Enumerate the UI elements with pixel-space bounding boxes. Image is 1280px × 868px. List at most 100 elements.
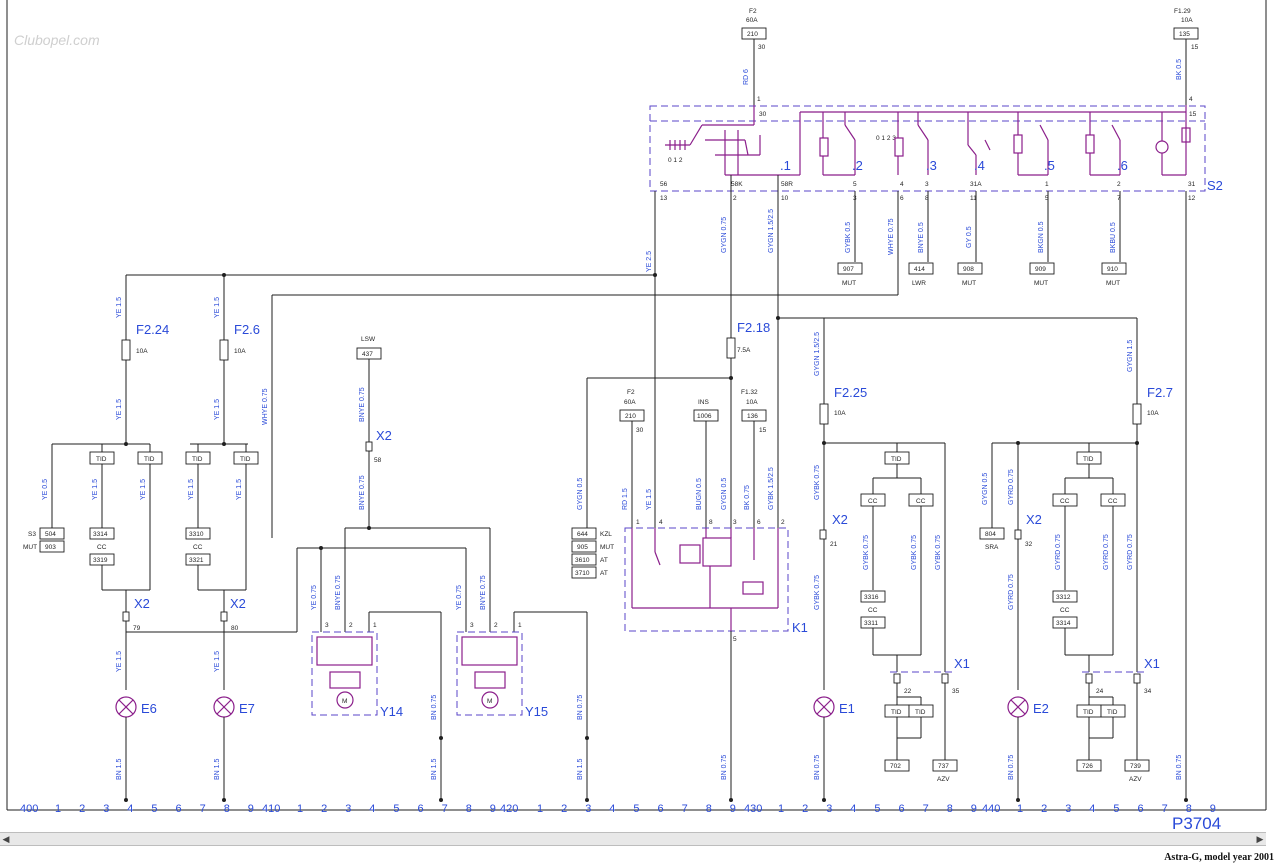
s2-sec-5: .5 xyxy=(1044,158,1055,173)
fuse-f2-18-amp: 7.5A xyxy=(737,347,751,354)
box-sra: SRA xyxy=(985,544,999,551)
ruler-minor-digit: 5 xyxy=(874,803,880,815)
y14-housing xyxy=(311,631,378,716)
ruler-minor-digit: 3 xyxy=(826,803,832,815)
s2-section-4 xyxy=(967,112,991,175)
fuse-f2-25 xyxy=(819,403,829,425)
box-908 xyxy=(957,262,983,275)
wire-gyrd075-d: GYRD 0.75 xyxy=(1103,534,1110,570)
horizontal-scrollbar[interactable]: ◀ ▶ xyxy=(0,832,1266,846)
s2-sec-3: .3 xyxy=(926,158,937,173)
s2-section-2 xyxy=(819,112,856,176)
s2-pin-10: 10 xyxy=(781,195,789,202)
wire-gybk-15-25: GYBK 1.5/2.5 xyxy=(768,467,775,510)
x2-label-a: X2 xyxy=(134,596,150,611)
ruler-minor-digit: 7 xyxy=(200,803,206,815)
lsw-label: LSW xyxy=(361,336,376,343)
pin-22: 22 xyxy=(904,688,912,695)
fuse-f2-25-label: F2.25 xyxy=(834,385,867,400)
box-903-text: 903 xyxy=(45,544,56,551)
wire-bnye075-c: BNYE 0.75 xyxy=(335,575,342,610)
ruler-minor-digit: 7 xyxy=(682,803,688,815)
box-726 xyxy=(1076,759,1102,772)
wire-gygn05-c: GYGN 0.5 xyxy=(982,473,989,505)
ruler-minor-digit: 4 xyxy=(609,803,615,815)
box-3316 xyxy=(860,590,886,603)
s2-pin-58k: 58K xyxy=(731,181,743,188)
box-644-text: 644 xyxy=(577,531,588,538)
pin-24: 24 xyxy=(1096,688,1104,695)
wire-ye15-g: YE 1.5 xyxy=(188,479,195,500)
ruler-440: 440 xyxy=(982,803,1000,815)
ruler-minor-digit: 5 xyxy=(151,803,157,815)
box-3321-text: 3321 xyxy=(189,557,204,564)
f132-label: F1.32 xyxy=(741,389,758,396)
box-644 xyxy=(571,527,597,540)
wire-bk05-top: BK 0.5 xyxy=(1176,59,1183,80)
fuse-f2-24-amp: 10A xyxy=(136,348,148,355)
box-737-text: 737 xyxy=(938,763,949,770)
ruler-minor-digit: 6 xyxy=(418,803,424,815)
ruler-minor-digit: 5 xyxy=(1113,803,1119,815)
box-907-mut: MUT xyxy=(842,280,856,287)
box-909-text: 909 xyxy=(1035,266,1046,273)
box-909 xyxy=(1029,262,1055,275)
box-3710 xyxy=(571,566,597,579)
box-908-text: 908 xyxy=(963,266,974,273)
pin-58: 58 xyxy=(374,457,382,464)
lamp-e6-label: E6 xyxy=(141,701,157,716)
wire-gygn05: GYGN 0.5 xyxy=(577,478,584,510)
ruler-minor-digit: 6 xyxy=(899,803,905,815)
y15-motor-icon xyxy=(481,691,499,709)
ruler-minor-digit: 1 xyxy=(297,803,303,815)
box-cc-4: CC xyxy=(1060,607,1070,614)
s2-pin-13: 13 xyxy=(660,195,668,202)
scroll-right-arrow-icon[interactable]: ▶ xyxy=(1256,834,1264,844)
y14-label: Y14 xyxy=(380,704,403,719)
box-702 xyxy=(884,759,910,772)
box-910-mut: MUT xyxy=(1106,280,1120,287)
ruler-minor-digit: 1 xyxy=(778,803,784,815)
x2-21-connector xyxy=(819,529,827,540)
wire-bn075-d: BN 0.75 xyxy=(814,755,821,780)
ruler-minor-digit: 8 xyxy=(224,803,230,815)
wire-gybk075-e: GYBK 0.75 xyxy=(935,535,942,570)
fuse-f2-7-amp: 10A xyxy=(1147,410,1159,417)
y15-motor-m: M xyxy=(487,698,492,705)
wire-gygn075: GYGN 0.75 xyxy=(721,217,728,253)
s2-section-6 xyxy=(1085,112,1121,176)
ruler-400: 400 xyxy=(20,803,38,815)
wire-whye075-b: WHYE 0.75 xyxy=(262,388,269,425)
wire-bn15-d: BN 1.5 xyxy=(577,758,584,780)
wire-gyrd075-e: GYRD 0.75 xyxy=(1127,534,1134,570)
s2-pin-31a: 31A xyxy=(970,181,982,188)
tid-10-text: TID xyxy=(1107,709,1118,716)
box-414 xyxy=(908,262,934,275)
ruler-minor-digit: 8 xyxy=(706,803,712,815)
y15-pin-3: 3 xyxy=(470,622,474,629)
x2-label-c: X2 xyxy=(376,428,392,443)
s2-pin-3: 3 xyxy=(925,181,929,188)
box-414-lwr: LWR xyxy=(912,280,926,287)
box-at-1: AT xyxy=(600,557,608,564)
box-739 xyxy=(1124,759,1150,772)
wire-ye15-e: YE 1.5 xyxy=(92,479,99,500)
s2-pin-1: 1 xyxy=(757,96,761,103)
box-3314-text: 3314 xyxy=(93,531,108,538)
wire-rd6: RD 6 xyxy=(743,69,750,85)
fuse-f2-6 xyxy=(219,339,229,361)
ruler-minor-digit: 3 xyxy=(103,803,109,815)
y14-pin-1: 1 xyxy=(373,622,377,629)
ruler-minor-digit: 8 xyxy=(947,803,953,815)
box-3311-text: 3311 xyxy=(864,620,878,627)
tid-6-text: TID xyxy=(891,709,902,716)
s2-section-3 xyxy=(894,112,929,175)
box-3319-text: 3319 xyxy=(93,557,108,564)
box-3312 xyxy=(1052,590,1078,603)
tid-2-text: TID xyxy=(144,456,155,463)
x1-22-connector xyxy=(893,673,901,684)
wire-bugn05: BUGN 0.5 xyxy=(696,478,703,510)
ruler-minor-digit: 8 xyxy=(1186,803,1192,815)
scroll-left-arrow-icon[interactable]: ◀ xyxy=(2,834,10,844)
